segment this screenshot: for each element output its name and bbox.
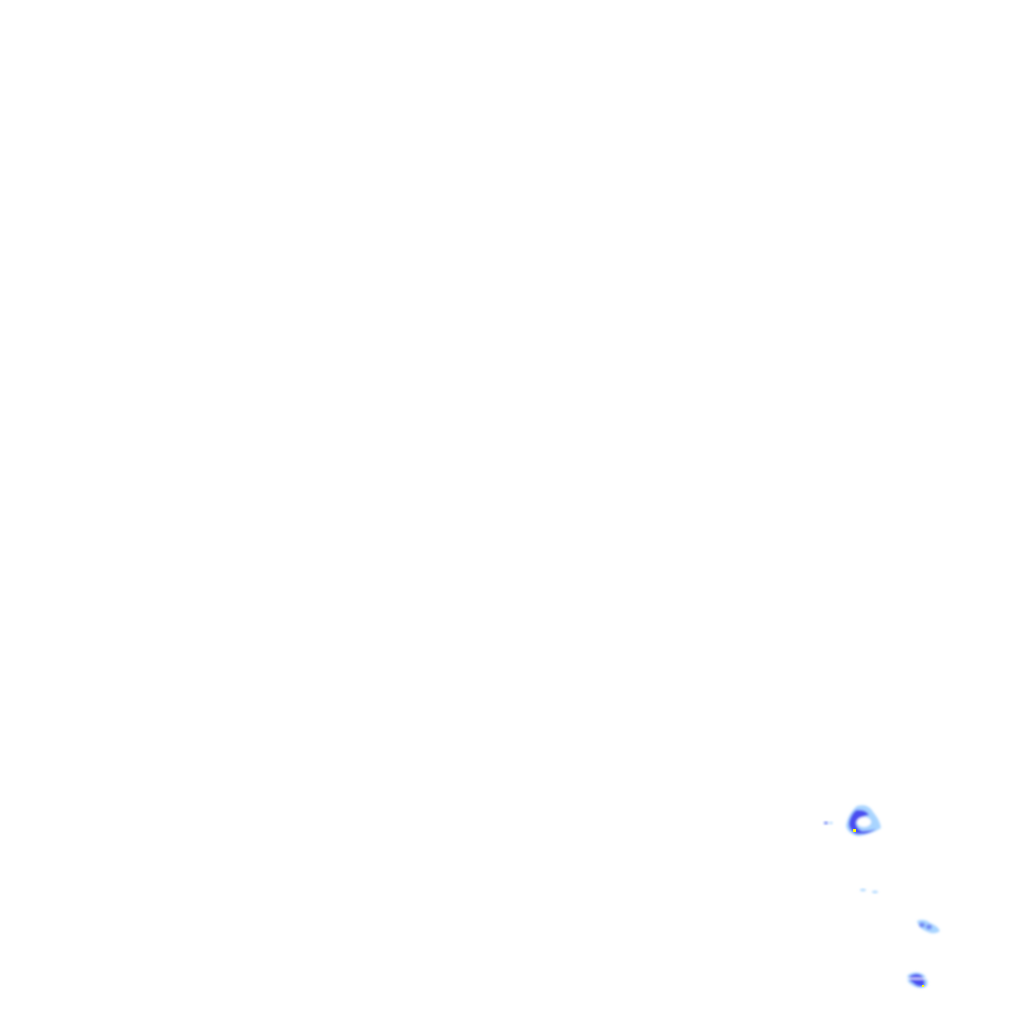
radar-echo-cell (917, 919, 940, 934)
radar-echo-cell (824, 821, 833, 825)
radar-echo-cell (905, 972, 928, 988)
radar-echo-cell (860, 888, 878, 894)
radar-echo-peak (853, 829, 856, 832)
radar-echo-peak (922, 985, 924, 987)
radar-echo-cell (846, 805, 881, 836)
